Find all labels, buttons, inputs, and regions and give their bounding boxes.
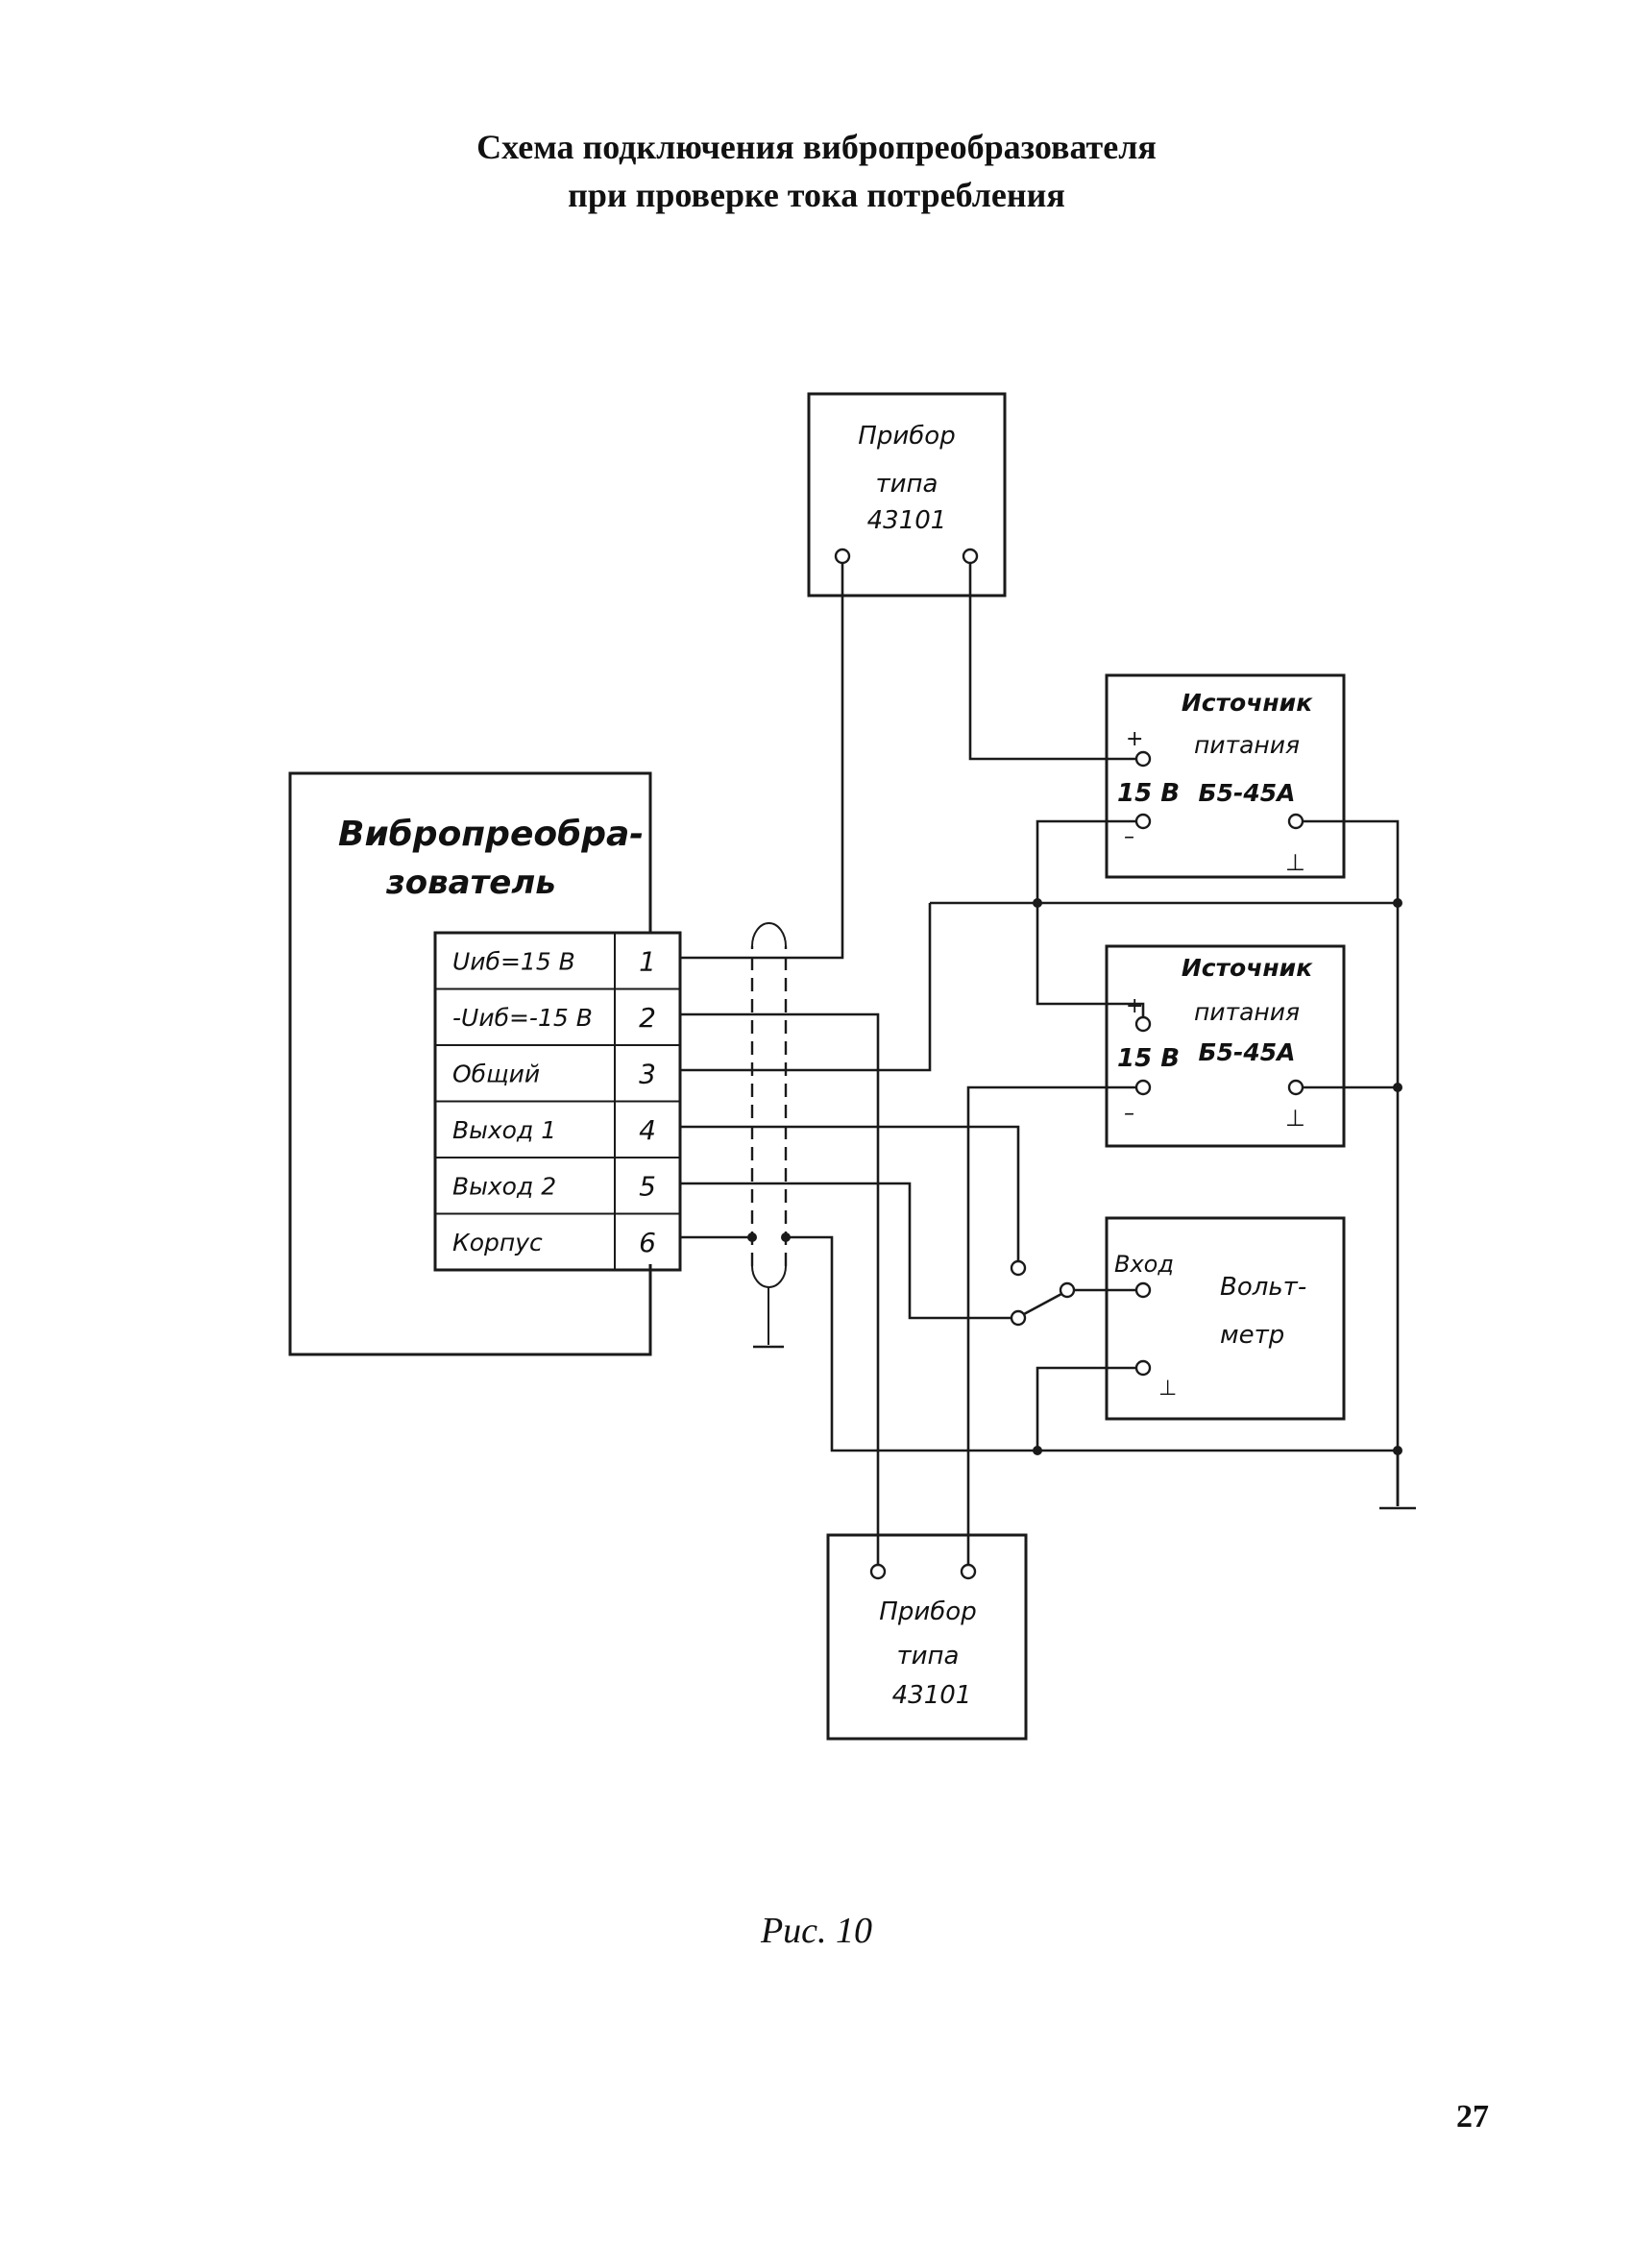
meter-top-box <box>807 392 1007 597</box>
connector-row-label: Общий <box>452 1060 540 1087</box>
junction-dot <box>781 1232 791 1242</box>
meter-bottom-terminal-right <box>960 1563 977 1580</box>
switch-contact-2 <box>1010 1309 1027 1327</box>
meter-bottom: Прибор типа 43101 <box>826 1533 1028 1741</box>
meter-bottom-terminal-left <box>869 1563 887 1580</box>
switch-blade <box>1023 1292 1062 1316</box>
psu-top-plus-terminal <box>1134 750 1152 768</box>
connector-row-pin: 5 <box>639 1170 656 1202</box>
psu-top-ground-label: ⊥ <box>1285 849 1305 876</box>
meter-top-terminal-left <box>834 548 851 565</box>
voltmeter-line1: Вольт- <box>1220 1273 1306 1302</box>
figure-caption: Рис. 10 <box>760 1911 873 1951</box>
meter-top-line1: Прибор <box>858 422 955 451</box>
transducer: Вибропреобра- зователь <box>288 771 652 1356</box>
voltmeter-input-terminal <box>1134 1281 1152 1299</box>
psu-bottom-box <box>1105 944 1346 1148</box>
voltmeter-box <box>1105 1216 1346 1421</box>
junction-dot <box>1393 898 1402 908</box>
voltmeter-input-label: Вход <box>1114 1251 1174 1278</box>
wire-pin2-to-meter-bottom <box>680 1012 880 1565</box>
wire-psu-top-ground <box>1303 819 1400 1506</box>
connector-row-label: Uиб=15 В <box>452 947 575 975</box>
meter-top-terminal-right <box>962 548 979 565</box>
connector-row-label: Выход 2 <box>452 1172 556 1200</box>
psu-bottom-ground-terminal <box>1287 1079 1304 1096</box>
title-line-2: при проверке тока потребления <box>568 176 1065 214</box>
wire-pin1-to-meter-top <box>680 563 844 960</box>
psu-top: Источник питания Б5-45А + 15 В – ⊥ <box>1105 673 1346 879</box>
junction-dot <box>747 1232 757 1242</box>
psu-top-minus-terminal <box>1134 813 1152 830</box>
switch-common <box>1059 1281 1076 1299</box>
psu-top-minus-label: – <box>1124 825 1134 849</box>
meter-bottom-line1: Прибор <box>879 1597 976 1626</box>
psu-bottom: Источник питания Б5-45А + 15 В – ⊥ <box>1105 944 1346 1148</box>
transducer-line2: зователь <box>385 864 556 902</box>
cable-shield-bottom-cap <box>751 1265 787 1288</box>
wire-pin3-to-common <box>680 903 932 1072</box>
wire-psu-bottom-minus-to-meter-bottom <box>966 1085 1136 1565</box>
psu-top-plus-label: + <box>1126 727 1143 751</box>
psu-bottom-minus-terminal <box>1134 1079 1152 1096</box>
connector-row-pin: 6 <box>639 1227 656 1258</box>
output-switch <box>1010 1259 1076 1327</box>
psu-bottom-line1: Источник <box>1182 954 1313 982</box>
psu-bottom-ground-label: ⊥ <box>1285 1105 1305 1132</box>
voltmeter-ground-terminal <box>1134 1359 1152 1377</box>
voltmeter: Вольт- метр Вход ⊥ <box>1105 1216 1346 1421</box>
voltmeter-line2: метр <box>1220 1321 1284 1350</box>
connector-row-label: -Uиб=-15 В <box>452 1004 593 1032</box>
wire-psu-top-minus-to-psu-bottom-plus <box>1036 819 1145 1017</box>
junction-dot <box>1393 1446 1402 1455</box>
connector-row-pin: 3 <box>639 1058 656 1089</box>
psu-bottom-minus-label: – <box>1124 1102 1134 1126</box>
junction-dot <box>1033 898 1042 908</box>
meter-top: Прибор типа 43101 <box>807 392 1007 597</box>
junction-dot <box>1033 1446 1042 1455</box>
psu-top-line2: питания <box>1194 731 1300 759</box>
psu-bottom-line3: Б5-45А <box>1199 1038 1296 1066</box>
psu-top-voltage-label: 15 В <box>1117 779 1180 808</box>
page-number: 27 <box>1456 2099 1489 2134</box>
cable-shield <box>750 922 788 1349</box>
psu-top-box <box>1105 673 1346 879</box>
psu-bottom-plus-label: + <box>1126 994 1143 1018</box>
page-title: Схема подключения вибропреобразователя п… <box>0 123 1633 219</box>
switch-contact-1 <box>1010 1259 1027 1277</box>
meter-bottom-line3: 43101 <box>892 1681 972 1710</box>
psu-bottom-voltage-label: 15 В <box>1117 1044 1180 1073</box>
meter-bottom-box <box>826 1533 1028 1741</box>
connector-row-pin: 1 <box>639 945 656 977</box>
connector-row-pin: 2 <box>639 1002 656 1034</box>
connector-row-pin: 4 <box>639 1114 656 1146</box>
transducer-line1: Вибропреобра- <box>338 815 644 854</box>
wires <box>680 563 1416 1565</box>
connector-row-label: Выход 1 <box>452 1116 556 1144</box>
voltmeter-ground-label: ⊥ <box>1158 1377 1177 1401</box>
cable-shield-top-cap <box>751 922 787 947</box>
wire-pin5-to-switch <box>680 1182 1011 1320</box>
psu-bottom-plus-terminal <box>1134 1015 1152 1033</box>
psu-top-ground-terminal <box>1287 813 1304 830</box>
junction-dot <box>1393 1083 1402 1092</box>
meter-top-line2: типа <box>876 470 938 499</box>
meter-top-line3: 43101 <box>867 506 947 535</box>
junctions <box>747 898 1402 1455</box>
connector-row-label: Корпус <box>452 1229 543 1256</box>
meter-bottom-line2: типа <box>897 1642 960 1671</box>
wire-voltmeter-ground <box>1036 1366 1136 1451</box>
psu-bottom-line2: питания <box>1194 998 1300 1026</box>
wire-pin4-to-switch <box>680 1125 1020 1260</box>
transducer-body <box>288 771 652 1356</box>
wire-meter-top-to-psu-top-plus <box>968 563 1136 761</box>
title-line-1: Схема подключения вибропреобразователя <box>476 128 1157 166</box>
psu-top-line1: Источник <box>1182 689 1313 717</box>
psu-top-line3: Б5-45А <box>1199 779 1296 807</box>
wire-shield-to-ground-bus <box>786 1235 1398 1452</box>
